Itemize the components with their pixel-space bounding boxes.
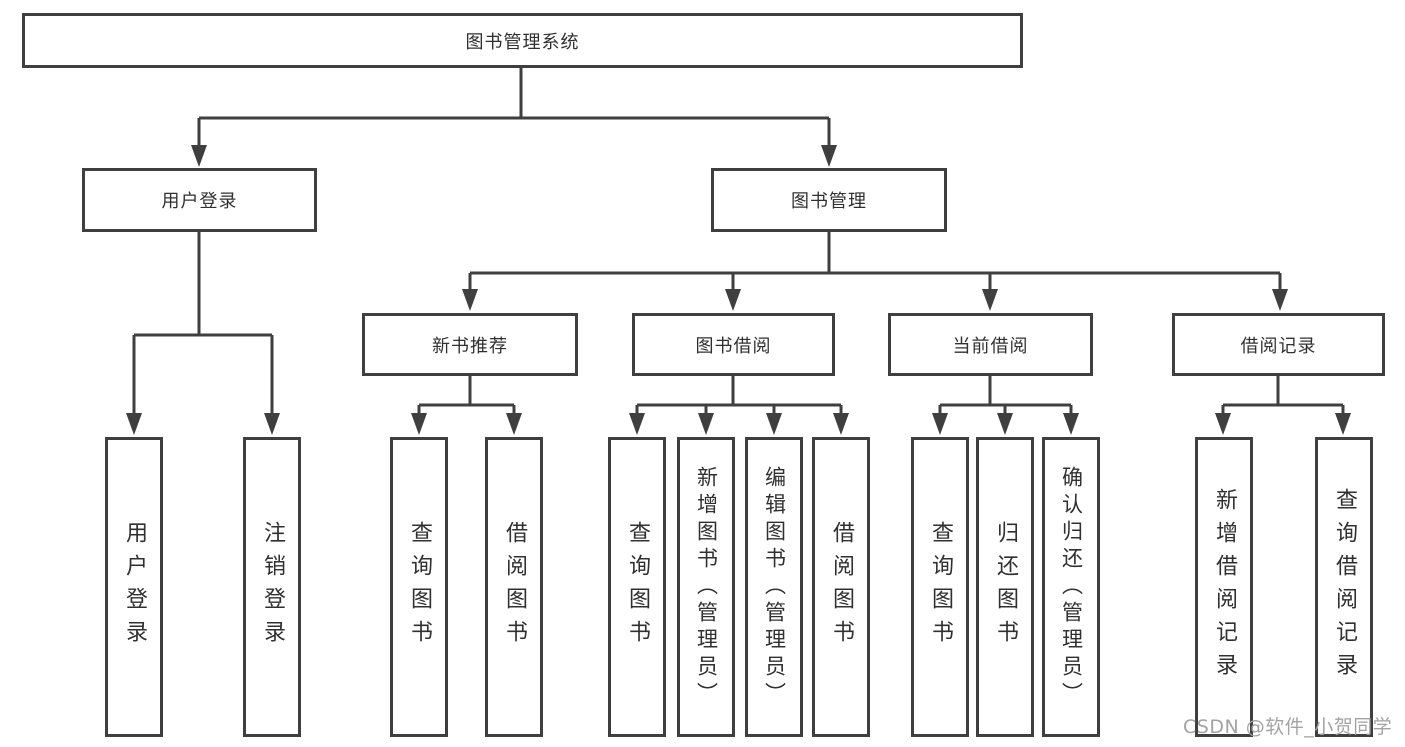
- node-leaf-search-books-3: 查询图书: [911, 437, 969, 737]
- node-book-management: 图书管理: [711, 168, 947, 232]
- node-leaf-borrow-books-2: 借阅图书: [812, 437, 870, 737]
- node-leaf-label: 借阅图书: [502, 521, 527, 653]
- node-leaf-return-books: 归还图书: [976, 437, 1034, 737]
- node-leaf-confirm-return-admin: 确认归还（管理员）: [1042, 437, 1100, 737]
- node-leaf-label: 查询图书: [625, 521, 650, 653]
- node-leaf-label: 查询图书: [407, 521, 432, 653]
- node-leaf-label: 归还图书: [993, 521, 1018, 653]
- node-borrow-records: 借阅记录: [1172, 313, 1385, 376]
- node-leaf-label: 新增借阅记录: [1212, 488, 1237, 686]
- node-leaf-label: 编辑图书（管理员）: [762, 465, 787, 709]
- node-leaf-label: 注销登录: [260, 521, 285, 653]
- node-leaf-label: 查询借阅记录: [1332, 488, 1357, 686]
- node-user-login: 用户登录: [82, 168, 317, 232]
- node-book-borrowing: 图书借阅: [632, 313, 835, 376]
- node-leaf-label: 确认归还（管理员）: [1059, 465, 1084, 709]
- node-leaf-add-books-admin: 新增图书（管理员）: [677, 437, 735, 737]
- csdn-watermark: CSDN @软件_小贺同学: [1183, 716, 1393, 738]
- node-leaf-search-borrow-record: 查询借阅记录: [1315, 437, 1373, 737]
- node-leaf-logout: 注销登录: [243, 437, 301, 737]
- node-leaf-label: 查询图书: [928, 521, 953, 653]
- node-leaf-user-login: 用户登录: [105, 437, 163, 737]
- node-leaf-borrow-books-1: 借阅图书: [485, 437, 543, 737]
- node-leaf-label: 用户登录: [122, 521, 147, 653]
- node-leaf-add-borrow-record: 新增借阅记录: [1195, 437, 1253, 737]
- node-leaf-edit-books-admin: 编辑图书（管理员）: [745, 437, 803, 737]
- node-leaf-label: 新增图书（管理员）: [694, 465, 719, 709]
- node-new-book-recommend: 新书推荐: [362, 313, 578, 376]
- node-current-borrowing: 当前借阅: [888, 313, 1093, 376]
- node-library-system: 图书管理系统: [22, 13, 1023, 68]
- node-leaf-label: 借阅图书: [829, 521, 854, 653]
- node-leaf-search-books-2: 查询图书: [608, 437, 666, 737]
- node-leaf-search-books-1: 查询图书: [390, 437, 448, 737]
